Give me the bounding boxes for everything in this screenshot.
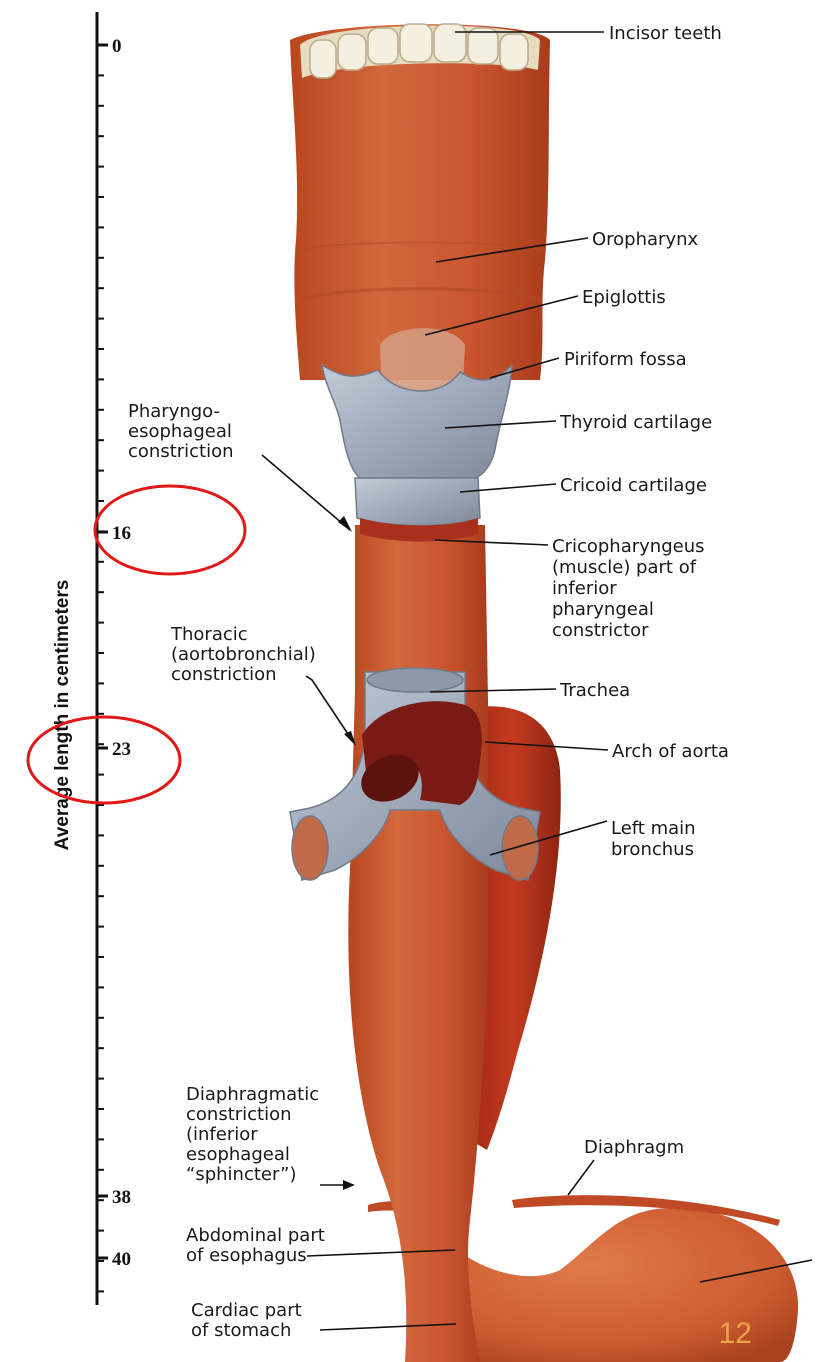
- esophagus: [348, 525, 488, 1362]
- label-epiglottis: Epiglottis: [582, 287, 666, 308]
- label-diaphragm: Diaphragm: [584, 1137, 684, 1158]
- label-pharyngo-esophageal-constriction: Pharyngo- esophageal constriction: [128, 401, 238, 462]
- length-scale: 0 16 23 38 40 Average length in centimet…: [52, 12, 131, 1305]
- page-number: 12: [719, 1317, 752, 1350]
- tick-label-40: 40: [112, 1249, 131, 1270]
- label-piriform-fossa: Piriform fossa: [564, 349, 687, 370]
- tick-label-0: 0: [112, 36, 122, 57]
- scale-axis-title: Average length in centimeters: [52, 580, 73, 851]
- label-cricoid-cartilage: Cricoid cartilage: [560, 475, 707, 496]
- label-incisor-teeth: Incisor teeth: [609, 23, 722, 44]
- right-labels: Incisor teeth Oropharynx Epiglottis Piri…: [552, 23, 729, 1158]
- cricoid-cartilage: [355, 478, 480, 526]
- label-left-main-bronchus: Left main bronchus: [611, 818, 701, 860]
- tick-label-23: 23: [112, 739, 131, 760]
- anatomy-illustration: [290, 24, 798, 1362]
- label-thyroid-cartilage: Thyroid cartilage: [559, 412, 712, 433]
- label-cardiac-part: Cardiac part of stomach: [191, 1300, 307, 1341]
- label-thoracic-constriction: Thoracic (aortobronchial) constriction: [170, 624, 321, 685]
- label-diaphragmatic-constriction: Diaphragmatic constriction (inferior eso…: [186, 1084, 325, 1185]
- tick-label-16: 16: [112, 523, 131, 544]
- label-oropharynx: Oropharynx: [592, 229, 699, 250]
- label-arch-of-aorta: Arch of aorta: [612, 741, 729, 762]
- label-abdominal-part: Abdominal part of esophagus: [186, 1225, 331, 1266]
- label-trachea: Trachea: [559, 680, 630, 701]
- tick-label-38: 38: [112, 1187, 131, 1208]
- label-cricopharyngeus: Cricopharyngeus (muscle) part of inferio…: [552, 536, 710, 641]
- highlight-circle-23: [28, 717, 180, 803]
